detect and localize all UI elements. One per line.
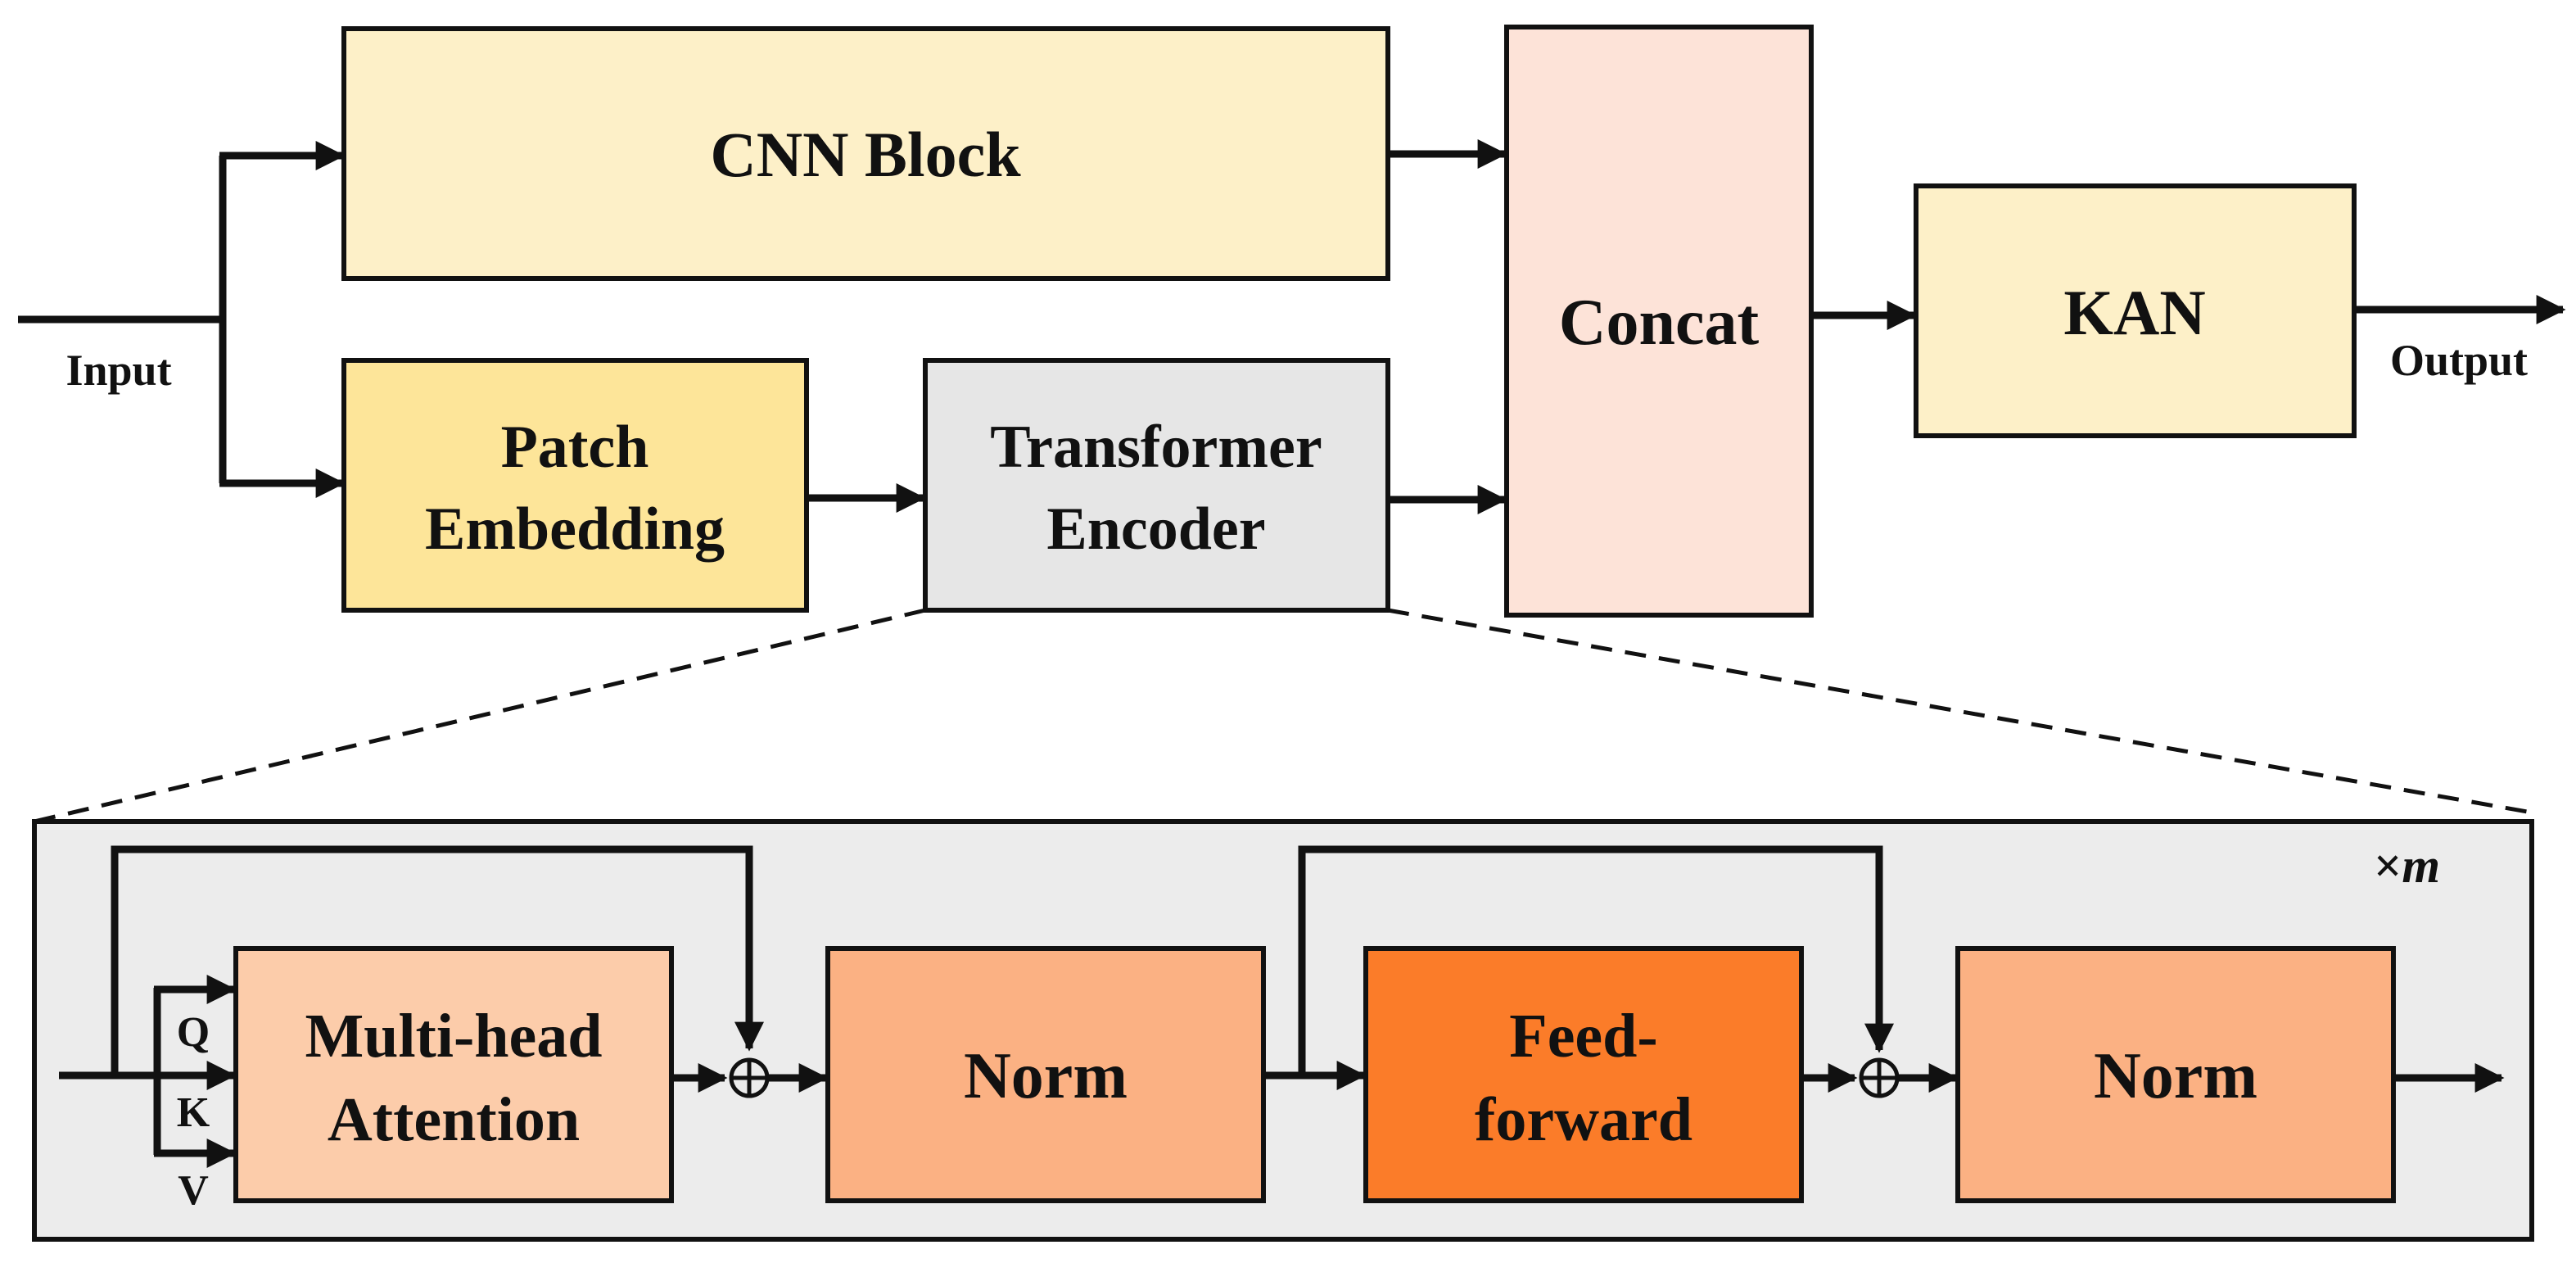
cnn-block-box bbox=[341, 26, 1390, 281]
norm-1-box bbox=[825, 946, 1266, 1203]
concat-box bbox=[1504, 25, 1814, 618]
zoom-line-right bbox=[1387, 608, 2533, 815]
input-label: Input bbox=[66, 346, 171, 395]
feedforward-label-line1: Feed- bbox=[1509, 1002, 1657, 1071]
feedforward-label-line2: forward bbox=[1475, 1085, 1692, 1154]
v-label: V bbox=[178, 1167, 209, 1214]
repeat-label: ×m bbox=[2374, 839, 2440, 893]
transformer-encoder-box bbox=[923, 358, 1390, 613]
residual-connection-2 bbox=[1298, 845, 1894, 1075]
transformer-encoder-label-line2: Encoder bbox=[1046, 496, 1265, 563]
concat-label: Concat bbox=[1559, 287, 1760, 359]
feedforward-box bbox=[1363, 946, 1804, 1203]
residual-connection-1 bbox=[111, 845, 764, 1075]
transformer-encoder-label-line1: Transformer bbox=[990, 414, 1322, 481]
patch-embedding-label-line1: Patch bbox=[501, 414, 649, 481]
patch-embedding-box bbox=[341, 358, 809, 613]
patch-embedding-label-line2: Embedding bbox=[425, 496, 725, 563]
output-label: Output bbox=[2390, 336, 2528, 385]
multihead-attention-box bbox=[233, 946, 674, 1203]
q-label: Q bbox=[177, 1009, 210, 1056]
k-label: K bbox=[177, 1089, 210, 1136]
multihead-attention-label-line1: Multi-head bbox=[305, 1002, 602, 1071]
norm-1-label: Norm bbox=[964, 1040, 1128, 1112]
norm-2-label: Norm bbox=[2094, 1040, 2257, 1112]
zoom-line-left bbox=[34, 608, 926, 824]
kan-label: KAN bbox=[2063, 277, 2205, 348]
multihead-attention-label-line2: Attention bbox=[328, 1085, 580, 1154]
cnn-block-label: CNN Block bbox=[710, 119, 1021, 190]
